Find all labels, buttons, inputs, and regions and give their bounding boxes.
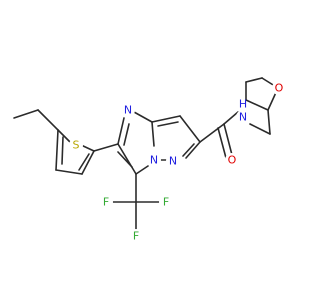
s-halo: [69, 138, 83, 152]
bond-c5-n4: [117, 117, 125, 145]
oamide-halo: [225, 153, 239, 167]
amide-h-label: H: [239, 98, 247, 111]
ring-n1-label: N: [169, 155, 177, 168]
f3-label: F: [163, 196, 169, 209]
bond-th-double-2: [78, 153, 90, 171]
bond-n-ch2: [249, 123, 271, 135]
ofuran-halo: [272, 81, 286, 95]
n8-halo: [147, 153, 161, 167]
bond-c2-n1-double: [182, 143, 195, 157]
bond-n4-c3a: [133, 111, 153, 123]
amide-o-label: O: [228, 154, 237, 167]
nh-halo: [236, 110, 250, 124]
furan-o-label: O: [275, 82, 284, 95]
bond-c7-c6-double: [117, 151, 133, 168]
f1-label: F: [133, 230, 139, 243]
bond-n8-c7: [135, 165, 149, 175]
ring-n8-label: N: [150, 154, 158, 167]
bond-th-c2-c3: [81, 150, 95, 175]
f2-label: F: [103, 196, 109, 209]
bond-amide-co: [223, 123, 233, 156]
bond-c2-n1: [185, 141, 201, 159]
bond-th-c4-c5: [55, 129, 59, 171]
bond-c3-c2: [179, 115, 201, 143]
amide-n-label: N: [239, 111, 247, 124]
atom-labels: S N N N N H O O F F F: [69, 81, 286, 243]
bond-furan-c5-c4: [245, 77, 263, 83]
bond-ch2-furan: [267, 109, 271, 135]
bond-ethyl-ch2: [37, 109, 59, 131]
bond-amide-cn: [223, 111, 239, 125]
bond-c5-n4-double: [123, 123, 130, 146]
bond-th-double-1: [61, 136, 64, 165]
n1-halo: [166, 154, 180, 168]
bond-th-c3-c4: [55, 169, 83, 175]
f2-halo: [99, 195, 113, 209]
bond-c3a-c3-double: [157, 121, 179, 127]
ring-n4-label: N: [124, 104, 132, 117]
molecule-structure: S N N N N H O O F F F: [13, 77, 286, 243]
bond-c3a-n8: [151, 121, 155, 147]
bond-c3a-c3: [151, 115, 181, 123]
bond-th-to-c5: [93, 143, 119, 152]
bond-th-s-c2: [80, 144, 95, 152]
bond-furan-c3-c2: [245, 99, 269, 111]
n4-halo: [121, 103, 135, 117]
bond-c2-amide: [199, 123, 225, 143]
bond-th-c5-s: [57, 129, 72, 144]
thiophene-s-label: S: [73, 139, 80, 152]
bond-ethyl-ch3: [13, 109, 39, 119]
bonds: [13, 77, 279, 231]
bond-c7-c6: [117, 143, 137, 175]
f3-halo: [159, 195, 173, 209]
bond-amide-co-double: [217, 127, 227, 159]
f1-halo: [129, 229, 143, 243]
